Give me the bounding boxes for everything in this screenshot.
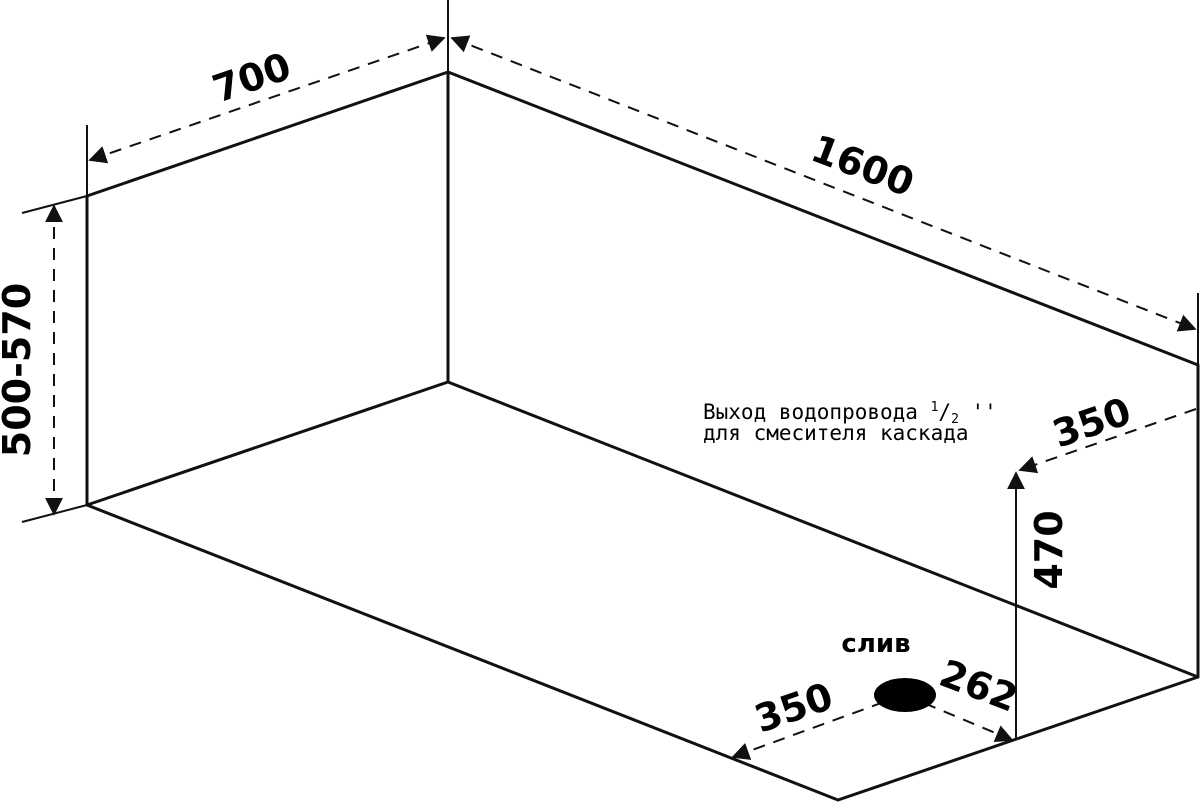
dim-drain-262-text: 262 xyxy=(934,651,1024,721)
dim-drain-350-text: 350 xyxy=(749,674,838,741)
dim-faucet-470-text: 470 xyxy=(1027,510,1071,589)
drain-hole xyxy=(874,678,936,712)
faucet-fraction-num: 1 xyxy=(931,400,939,415)
edge-front-right xyxy=(836,675,1200,802)
dim-faucet-350-text: 350 xyxy=(1047,389,1136,456)
dim-700-text: 700 xyxy=(207,44,296,111)
dim-1600-text: 1600 xyxy=(805,126,920,205)
faucet-label-main: Выход водопровода xyxy=(703,400,931,424)
faucet-label-line1: Выход водопровода 1/2 '' xyxy=(703,400,997,427)
dim-line-drain-350 xyxy=(731,694,904,760)
faucet-fraction-den: 2 xyxy=(951,412,959,427)
dim-line-faucet-350 xyxy=(1018,408,1197,474)
edge-inner-bottom-left xyxy=(85,380,450,507)
edge-front-bottom xyxy=(85,503,840,802)
faucet-fraction-slash: / xyxy=(938,400,951,424)
faucet-inch-mark: '' xyxy=(959,400,997,424)
box-outline xyxy=(85,70,1200,802)
dim-line-1600 xyxy=(450,35,1197,332)
dim-height-text: 500-570 xyxy=(0,283,39,457)
edge-inner-bottom-back xyxy=(446,380,1200,679)
extension-lines xyxy=(21,0,1199,738)
edge-top-back xyxy=(446,70,1200,367)
drain-label: слив xyxy=(841,629,910,659)
dimension-lines xyxy=(45,34,1197,760)
faucet-label-line2: для смесителя каскада xyxy=(703,421,969,445)
